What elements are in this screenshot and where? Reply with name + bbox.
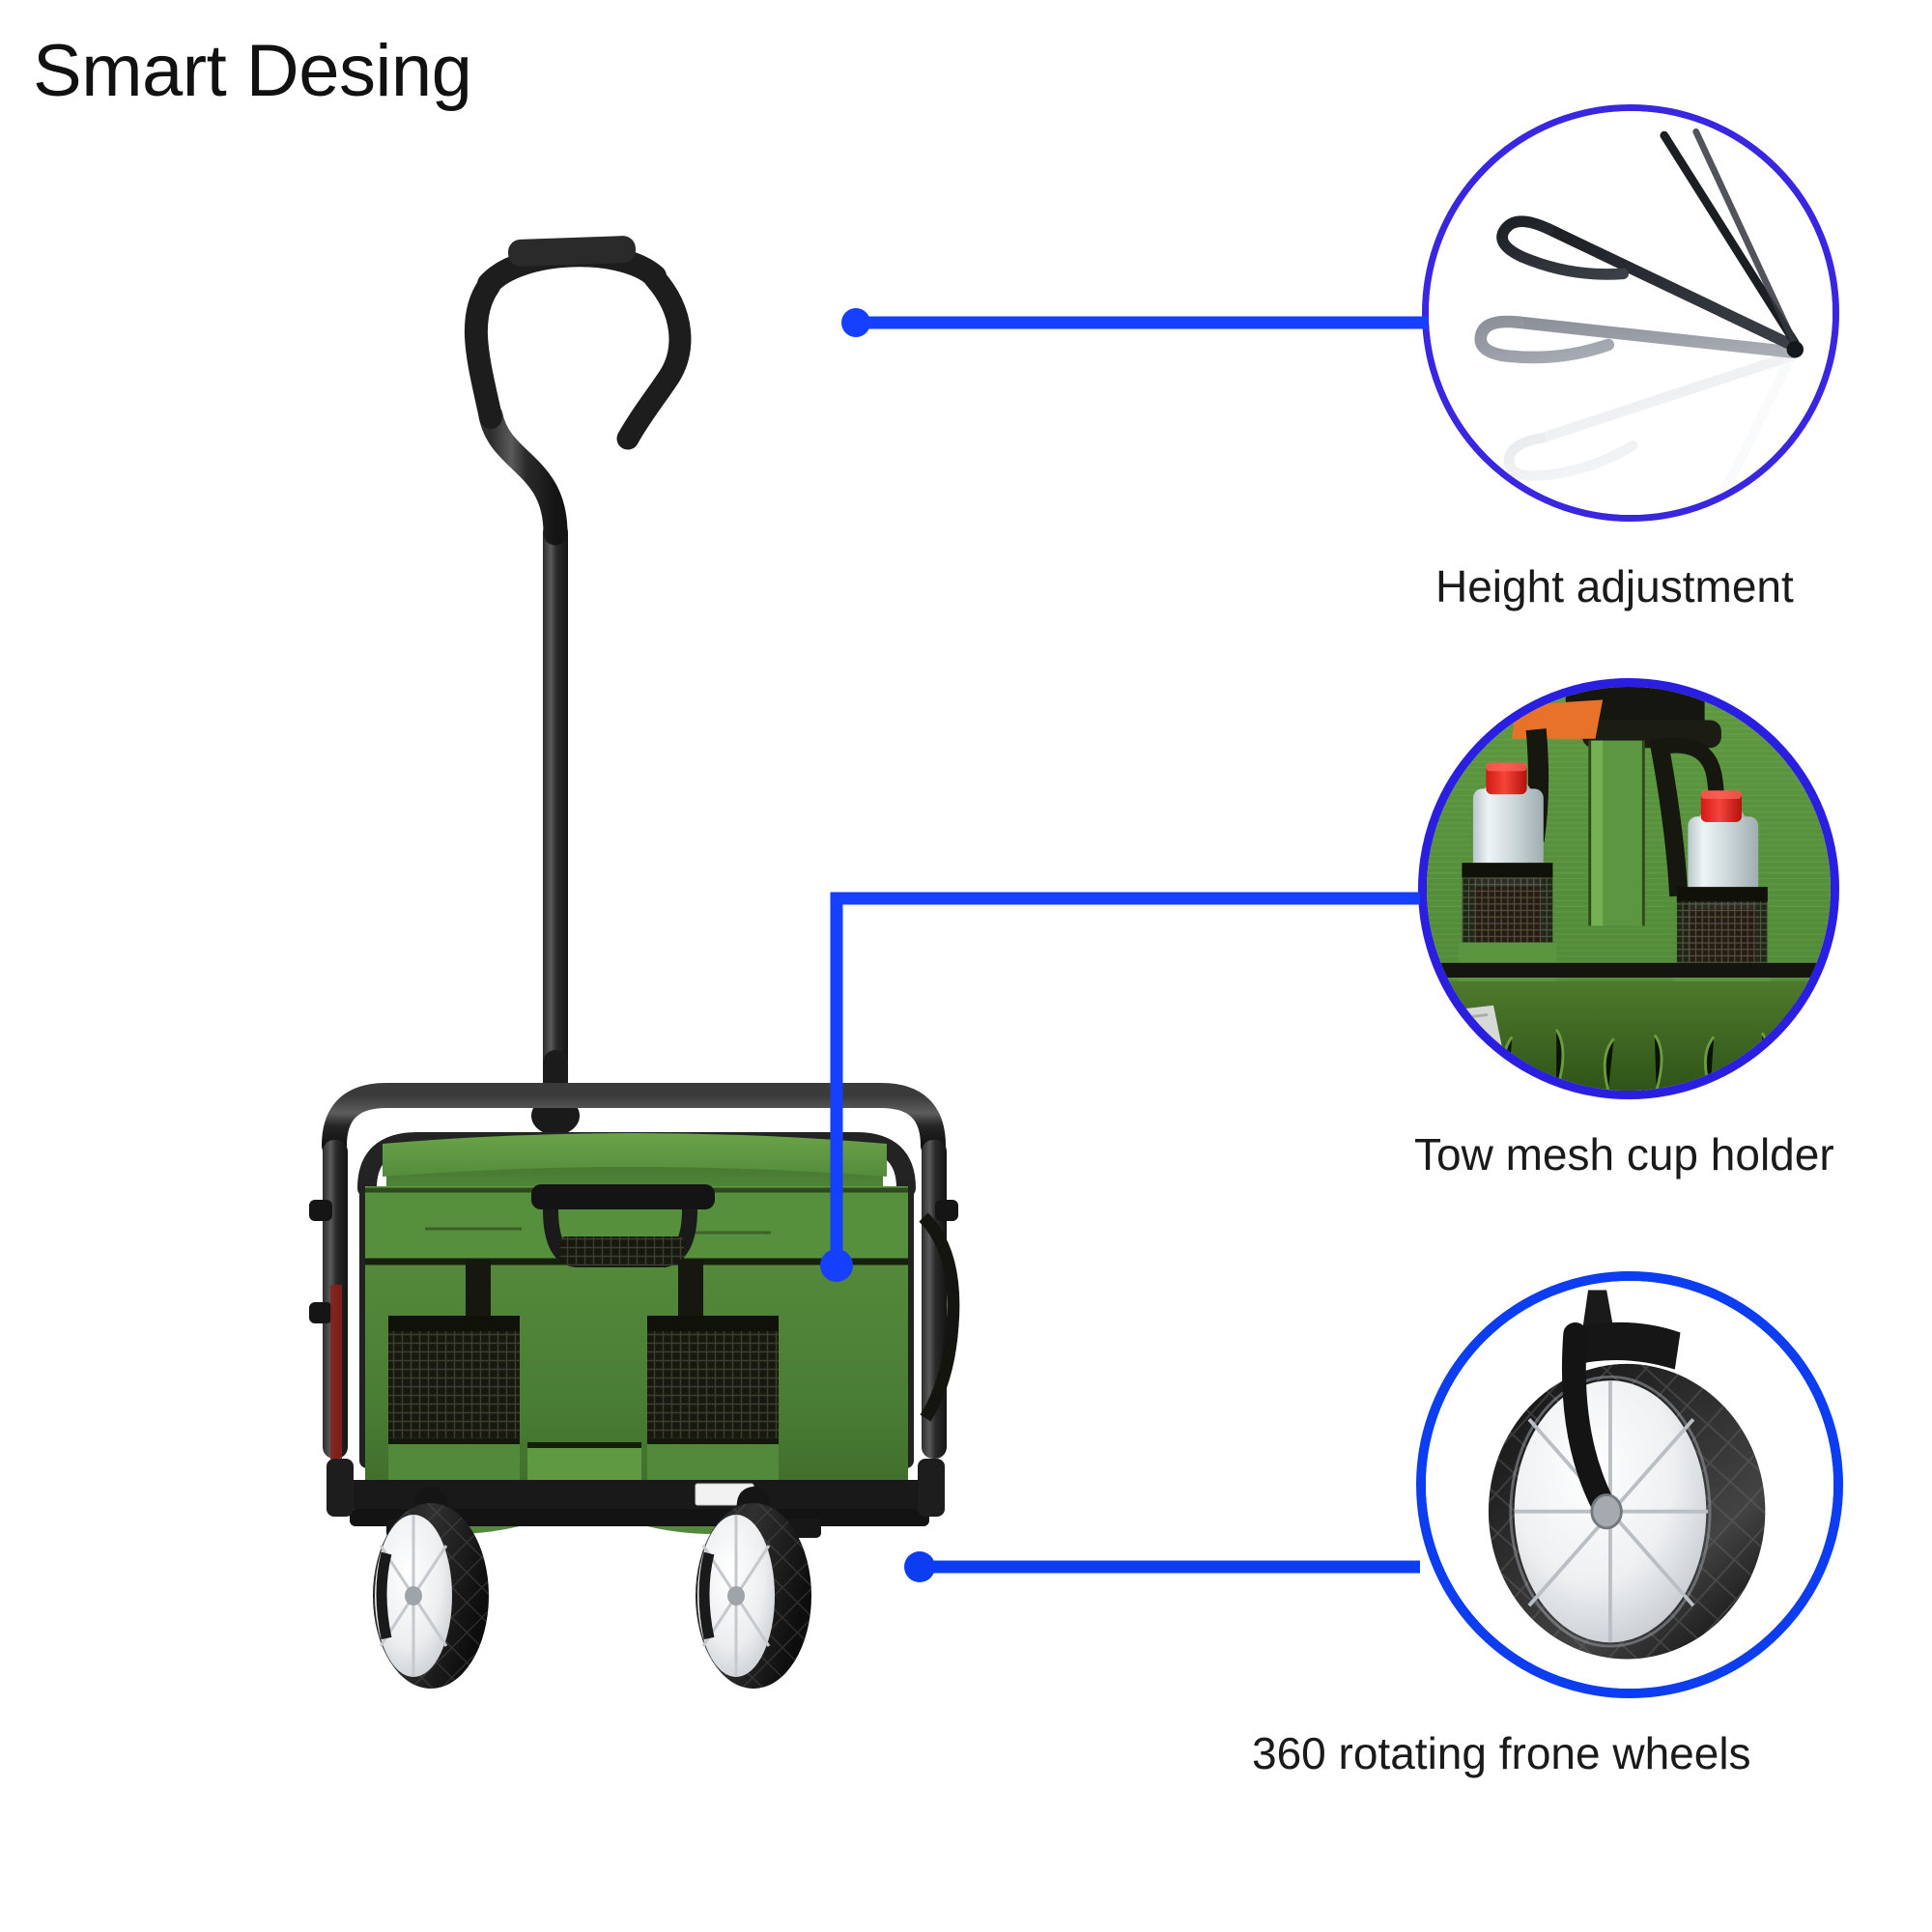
callout-label-cup-holder: Tow mesh cup holder — [1414, 1129, 1834, 1179]
callout-label-front-wheels: 360 rotating frone wheels — [1252, 1728, 1751, 1778]
callout-circle-front-wheel — [1416, 1271, 1843, 1698]
connector-dot-cup-holder — [820, 1249, 853, 1282]
callout-circle-cup-holder — [1418, 678, 1839, 1099]
page-title: Smart Desing — [33, 30, 472, 112]
connector-dot-wheel — [904, 1551, 935, 1582]
callout-circle-height-adjustment — [1422, 104, 1839, 522]
callout-label-height-adjustment: Height adjustment — [1435, 561, 1794, 611]
connector-dot-handle — [841, 308, 870, 337]
product-image-folding-wagon — [242, 174, 1208, 1700]
